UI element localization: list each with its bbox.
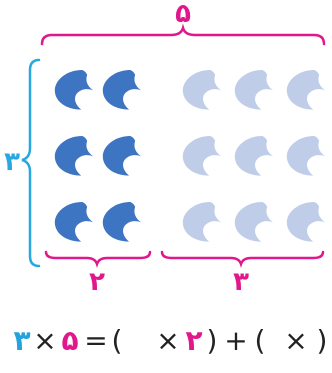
equation-plus: + (224, 324, 247, 357)
equation-open-paren-1: ( (112, 324, 123, 357)
crescent-moon-icon-light (286, 136, 326, 176)
crescent-moon-icon-light (234, 70, 274, 110)
equation: ۳ × ۵ = ( × ۲ ) + ( × ) (13, 324, 327, 357)
top-brace (40, 23, 326, 46)
equation-times-1: × (33, 324, 56, 357)
equation-lhs-b: ۵ (61, 324, 78, 357)
crescent-moon-icon-dark (102, 136, 142, 176)
bottom-dark-label: ۲ (89, 267, 105, 297)
crescent-moon-icon-dark (102, 70, 142, 110)
left-brace (21, 58, 41, 268)
crescent-moon-icon-dark (54, 202, 94, 242)
equation-equals: = (84, 324, 107, 357)
crescent-moon-icon-light (234, 202, 274, 242)
crescent-moon-icon-light (182, 202, 222, 242)
bottom-brace-dark (44, 250, 152, 268)
equation-times-2: × (156, 324, 179, 357)
equation-lhs-a: ۳ (13, 324, 30, 357)
equation-open-paren-2: ( (255, 324, 266, 357)
crescent-moon-icon-dark (54, 136, 94, 176)
left-rows-label: ۳ (4, 147, 20, 177)
crescent-moon-icon-light (182, 70, 222, 110)
crescent-moon-icon-light (286, 70, 326, 110)
equation-close-paren-1: ) (207, 324, 218, 357)
crescent-moon-icon-light (234, 136, 274, 176)
equation-close-paren-2: ) (317, 324, 328, 357)
top-total-label: ۵ (175, 0, 191, 29)
bottom-light-label: ۳ (233, 267, 249, 297)
crescent-moon-icon-dark (54, 70, 94, 110)
crescent-moon-icon-dark (102, 202, 142, 242)
crescent-moon-icon-light (182, 136, 222, 176)
bottom-brace-light (160, 250, 325, 268)
moon-grid (54, 70, 326, 242)
crescent-moon-icon-light (286, 202, 326, 242)
equation-mul-value: ۲ (185, 324, 202, 357)
equation-times-3: × (284, 324, 307, 357)
